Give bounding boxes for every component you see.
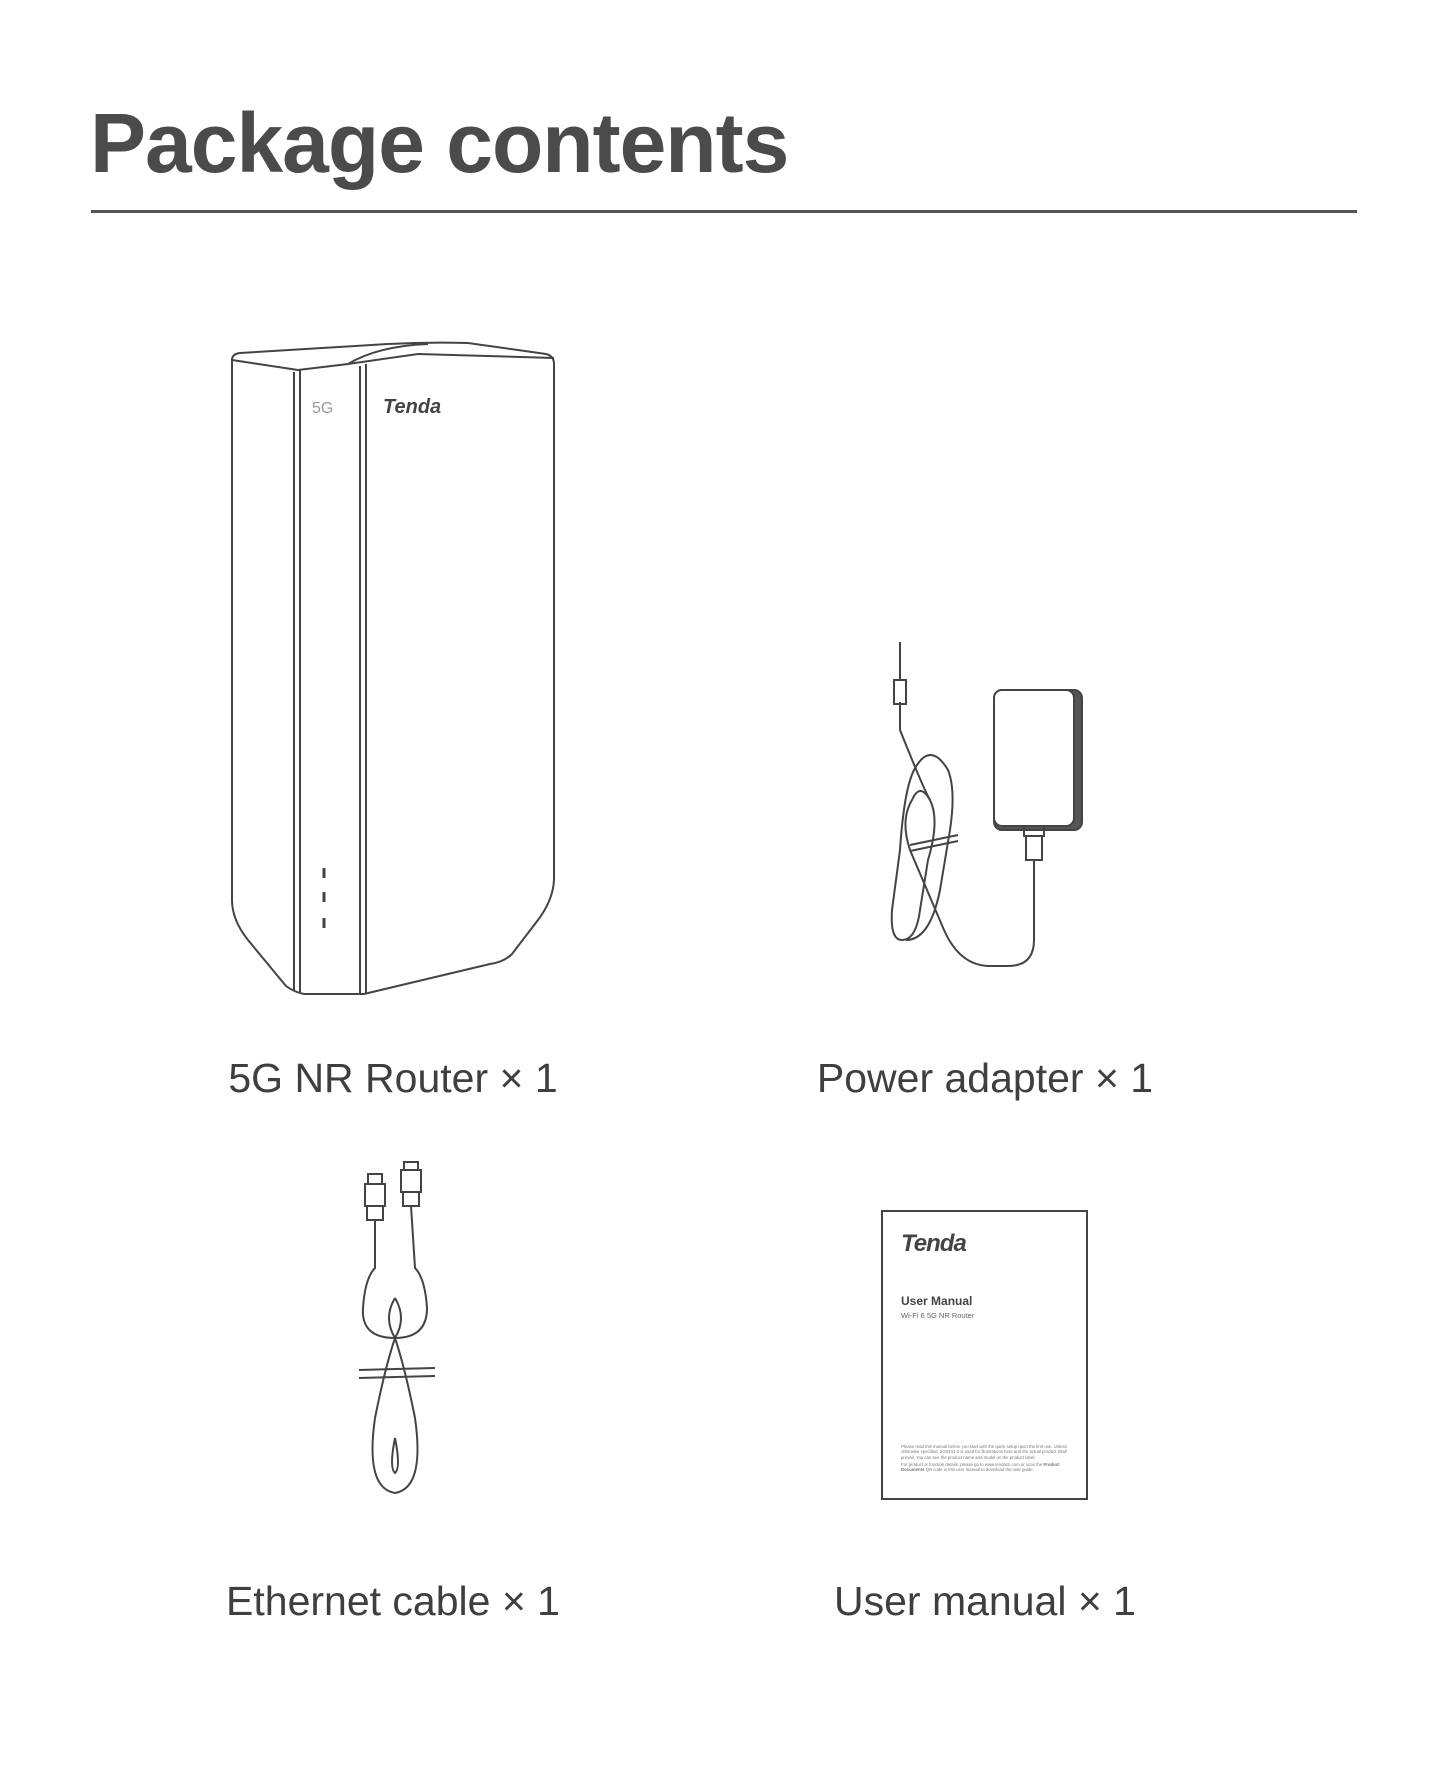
manual-fine-print-2: For product or function details, please … — [901, 1462, 1072, 1473]
router-illustration: 5G Tenda — [231, 341, 555, 995]
ethernet-cable-illustration — [358, 1161, 436, 1495]
item-label-user-manual: User manual × 1 — [834, 1578, 1136, 1624]
fine-print-text: For product or function details, please … — [901, 1461, 1044, 1467]
page-title: Package contents — [90, 96, 789, 190]
manual-title: User Manual — [901, 1294, 973, 1308]
item-label-ethernet-cable: Ethernet cable × 1 — [226, 1578, 560, 1624]
item-label-router: 5G NR Router × 1 — [228, 1055, 558, 1101]
manual-fine-print-1: Please read this manual before you start… — [901, 1444, 1067, 1460]
title-divider — [91, 210, 1357, 213]
manual-fine-print: Please read this manual before you start… — [901, 1444, 1072, 1474]
5g-badge: 5G — [312, 400, 333, 417]
manual-brand-logo: Tenda — [901, 1230, 967, 1257]
router-brand-logo: Tenda — [383, 396, 441, 418]
fine-print-text: QR code in this user manual to download … — [924, 1467, 1034, 1473]
user-manual-illustration: Tenda User Manual Wi-Fi 6 5G NR Router P… — [881, 1210, 1088, 1500]
power-adapter-illustration — [890, 642, 1083, 967]
manual-subtitle: Wi-Fi 6 5G NR Router — [901, 1311, 975, 1320]
fine-print-bold: Product Documents — [901, 1461, 1060, 1473]
item-label-power-adapter: Power adapter × 1 — [816, 1055, 1154, 1101]
